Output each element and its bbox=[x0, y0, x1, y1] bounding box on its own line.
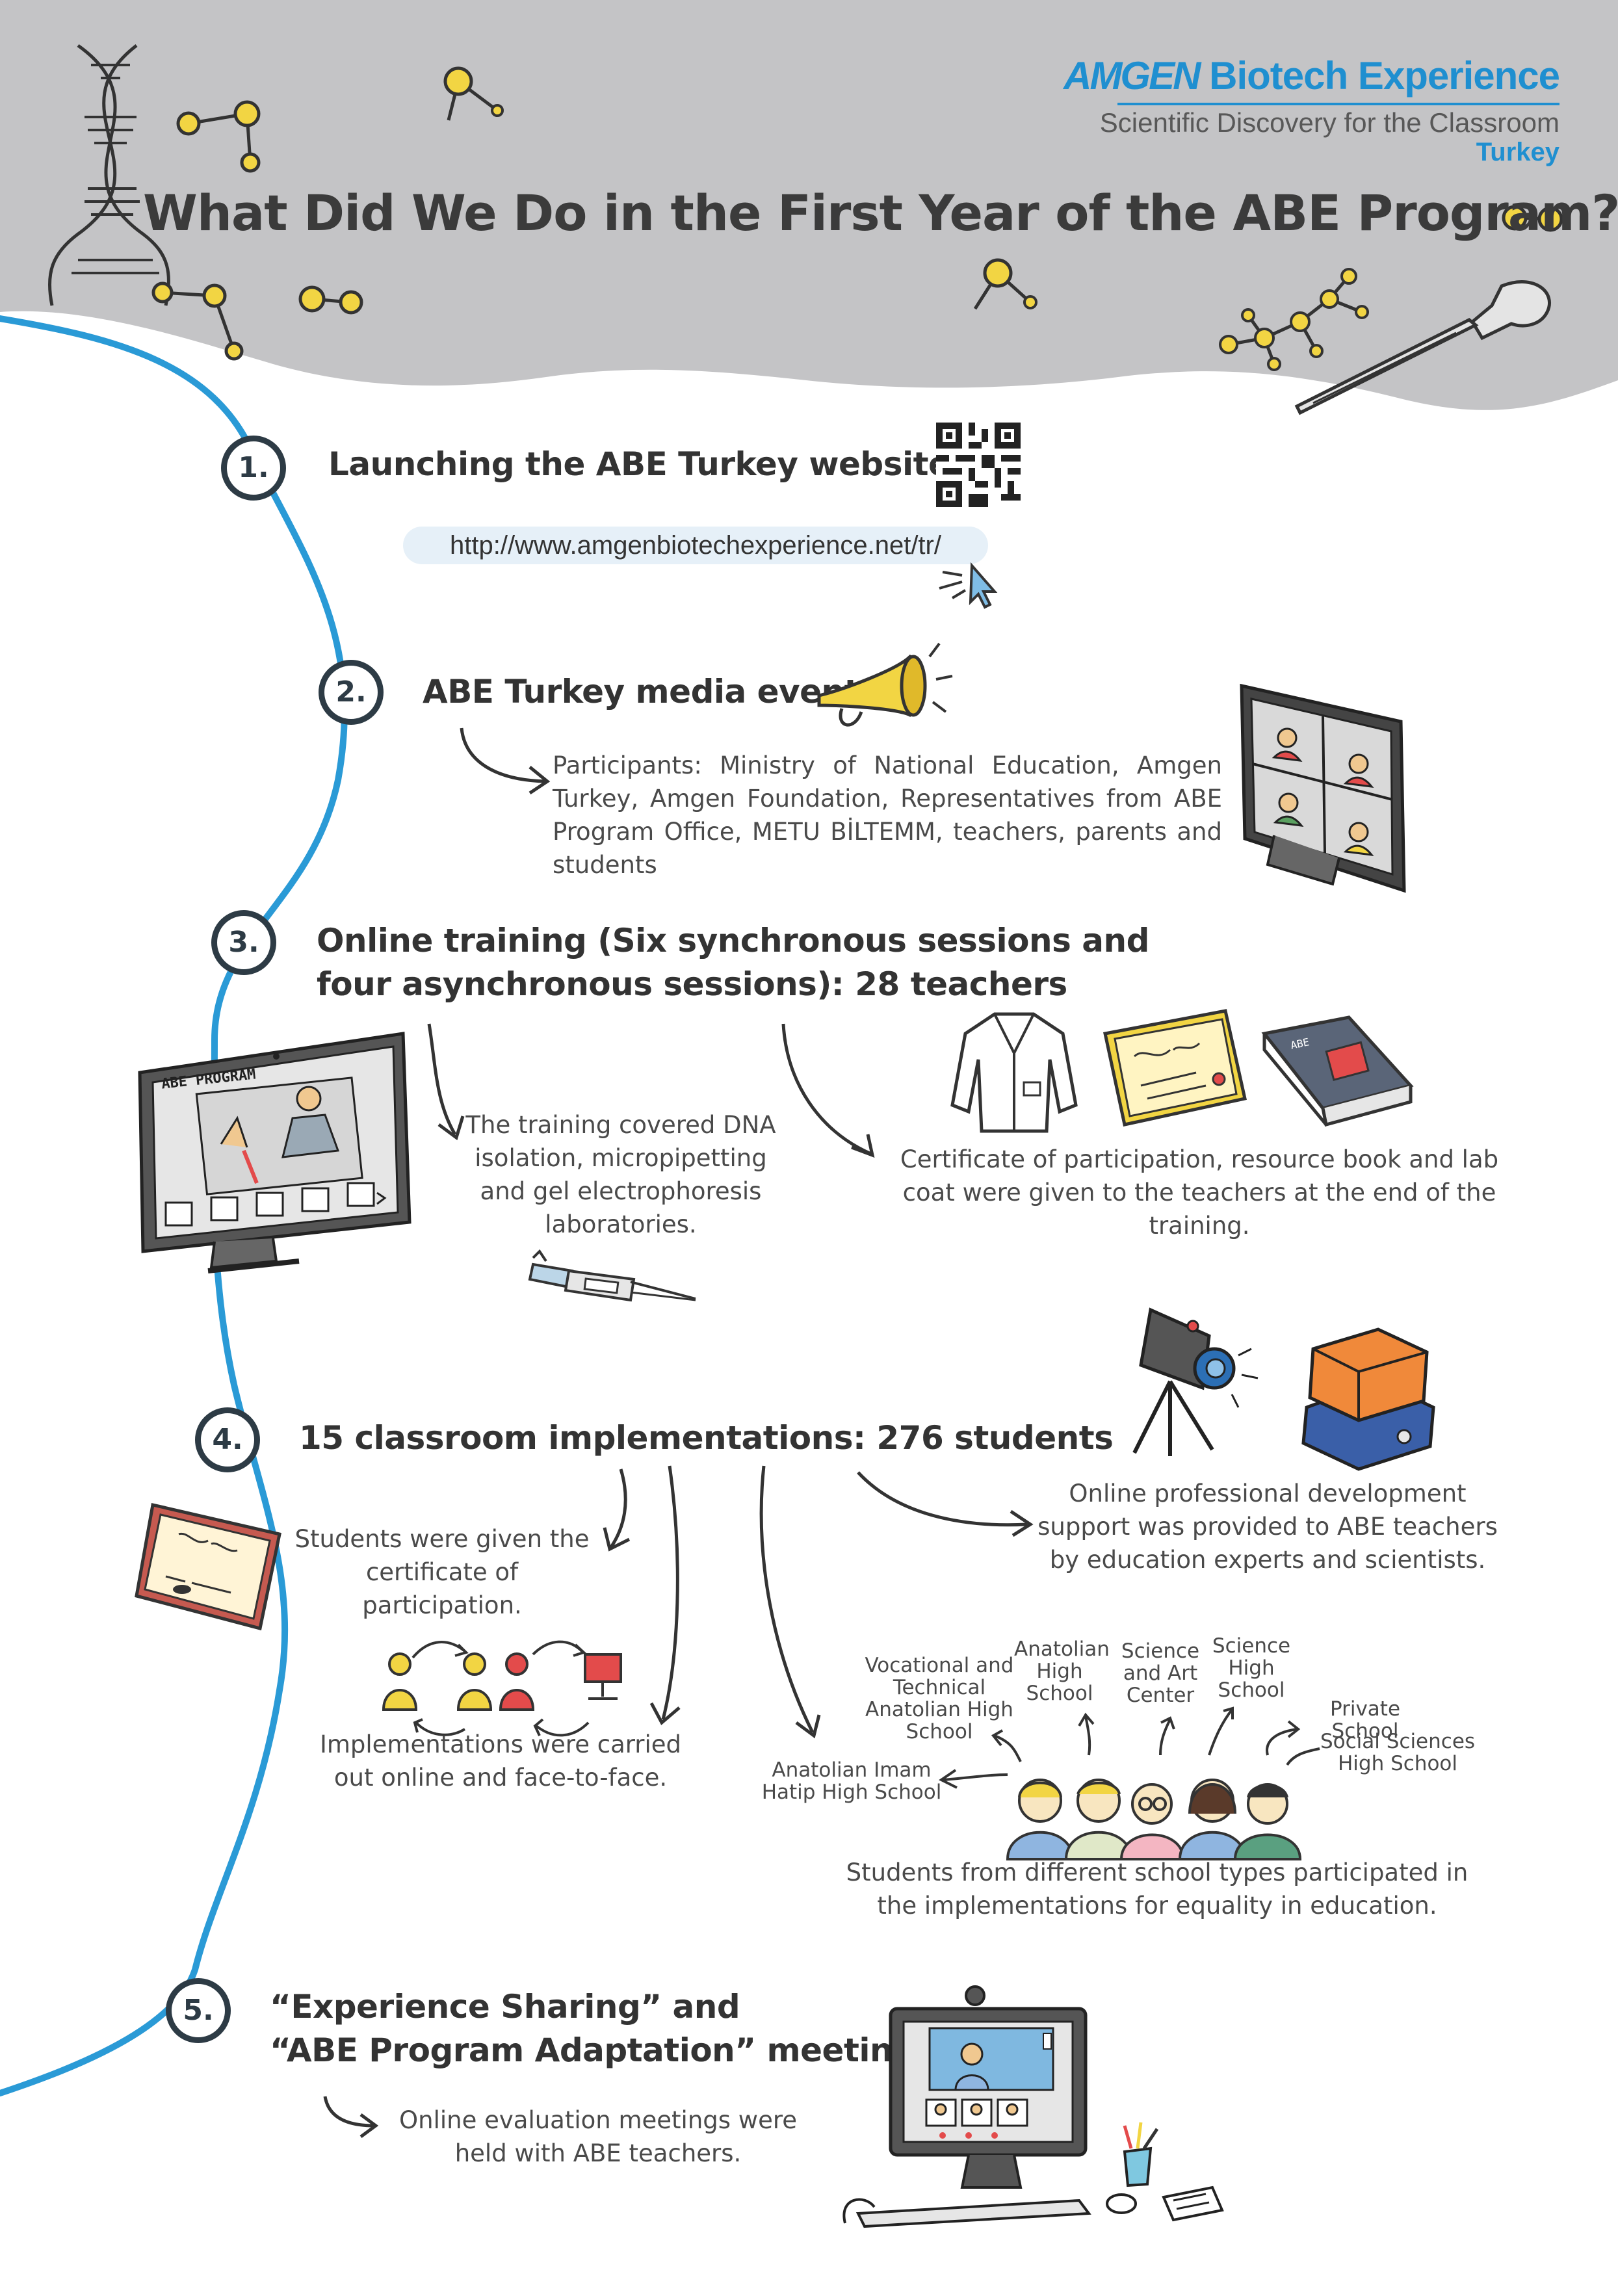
certificate-icon bbox=[135, 1502, 281, 1631]
molecule-icon bbox=[1219, 268, 1369, 371]
video-call-monitor-icon bbox=[1240, 683, 1406, 893]
step-number-3: 3. bbox=[211, 910, 276, 975]
molecule-icon bbox=[176, 100, 261, 173]
page-title: What Did We Do in the First Year of the … bbox=[143, 184, 1618, 242]
website-url-link[interactable]: http://www.amgenbiotechexperience.net/tr… bbox=[403, 527, 988, 564]
step-number-4: 4. bbox=[195, 1407, 260, 1472]
cursor-icon bbox=[939, 562, 998, 609]
step-4-heading: 15 classroom implementations: 276 studen… bbox=[299, 1419, 1114, 1457]
step-number-2: 2. bbox=[319, 660, 384, 725]
arrow-icon bbox=[427, 1023, 465, 1141]
school-type-label: Vocational and Technical Anatolian High … bbox=[865, 1654, 1014, 1743]
school-type-label: Private School bbox=[1329, 1697, 1401, 1743]
implementations-mode-text: Implementations were carried out online … bbox=[319, 1730, 682, 1792]
megaphone-icon bbox=[817, 642, 953, 727]
desktop-computer-icon bbox=[842, 1985, 1224, 2228]
school-type-label: Science and Art Center bbox=[1121, 1639, 1200, 1707]
step-5-text: Online evaluation meetings were held wit… bbox=[399, 2106, 797, 2167]
brand-amgen: AMGEN bbox=[1063, 54, 1201, 98]
step-number-1: 1. bbox=[221, 436, 286, 501]
student-group-icon bbox=[1006, 1779, 1302, 1860]
step-2-heading: ABE Turkey media event bbox=[423, 673, 860, 711]
online-support-text: Online professional development support … bbox=[1037, 1480, 1498, 1574]
step-number-5: 5. bbox=[166, 1978, 231, 2043]
step-3-heading-line2: four asynchronous sessions): 28 teachers bbox=[317, 965, 1067, 1003]
brand-country: Turkey bbox=[1476, 138, 1559, 166]
dna-icon bbox=[47, 44, 170, 306]
arrow-icon bbox=[759, 1465, 821, 1739]
step-5-heading-line1: “Experience Sharing” and bbox=[270, 1988, 740, 2026]
school-type-arrows bbox=[939, 1706, 1320, 1789]
certificate-resource-text: Certificate of participation, resource b… bbox=[900, 1145, 1499, 1240]
arrow-icon bbox=[460, 727, 551, 795]
student-certificate-text: Students were given the certificate of p… bbox=[294, 1525, 590, 1619]
certificate-icon bbox=[1103, 1009, 1247, 1127]
brand-divider bbox=[1117, 103, 1559, 105]
school-type-label: Science High School bbox=[1212, 1634, 1291, 1702]
dropper-icon bbox=[1294, 280, 1551, 415]
arrow-icon bbox=[649, 1465, 681, 1725]
school-type-label: Anatolian High School bbox=[1014, 1637, 1110, 1705]
arrow-icon bbox=[323, 2096, 379, 2139]
training-content-text: The training covered DNA isolation, micr… bbox=[465, 1111, 776, 1238]
abe-program-monitor-icon bbox=[138, 1032, 411, 1273]
arrow-icon bbox=[857, 1471, 1034, 1537]
equality-text: Students from different school types par… bbox=[846, 1859, 1468, 1920]
molecule-icon bbox=[151, 281, 244, 361]
micropipette-icon bbox=[528, 1249, 696, 1302]
step-2-participants-text: Participants: Ministry of National Educa… bbox=[553, 751, 1222, 879]
arrow-icon bbox=[603, 1468, 631, 1552]
brand-logo: AMGEN Biotech Experience bbox=[1063, 53, 1560, 98]
brand-name: Biotech Experience bbox=[1199, 54, 1560, 98]
molecule-icon bbox=[1502, 205, 1563, 232]
gel-box-icon bbox=[1301, 1327, 1435, 1471]
molecule-icon bbox=[443, 66, 504, 121]
arrow-icon bbox=[781, 1023, 875, 1158]
school-type-label: Anatolian Imam Hatip High School bbox=[761, 1758, 942, 1804]
lab-coat-icon bbox=[950, 1012, 1078, 1133]
qr-code-icon bbox=[936, 423, 1021, 507]
step-1-heading: Launching the ABE Turkey website bbox=[328, 445, 950, 483]
molecule-icon bbox=[973, 258, 1037, 310]
people-exchange-icon bbox=[382, 1640, 622, 1737]
step-5-heading-line2: “ABE Program Adaptation” meetings bbox=[270, 2031, 935, 2069]
header-background bbox=[0, 0, 1618, 410]
molecule-icon bbox=[298, 285, 363, 315]
book-icon: ABE bbox=[1261, 1015, 1414, 1127]
brand-tagline: Scientific Discovery for the Classroom bbox=[1099, 107, 1559, 138]
camera-tripod-icon bbox=[1132, 1307, 1259, 1456]
step-3-heading-line1: Online training (Six synchronous session… bbox=[317, 922, 1149, 959]
school-type-label: Social Sciences High School bbox=[1320, 1730, 1476, 1775]
